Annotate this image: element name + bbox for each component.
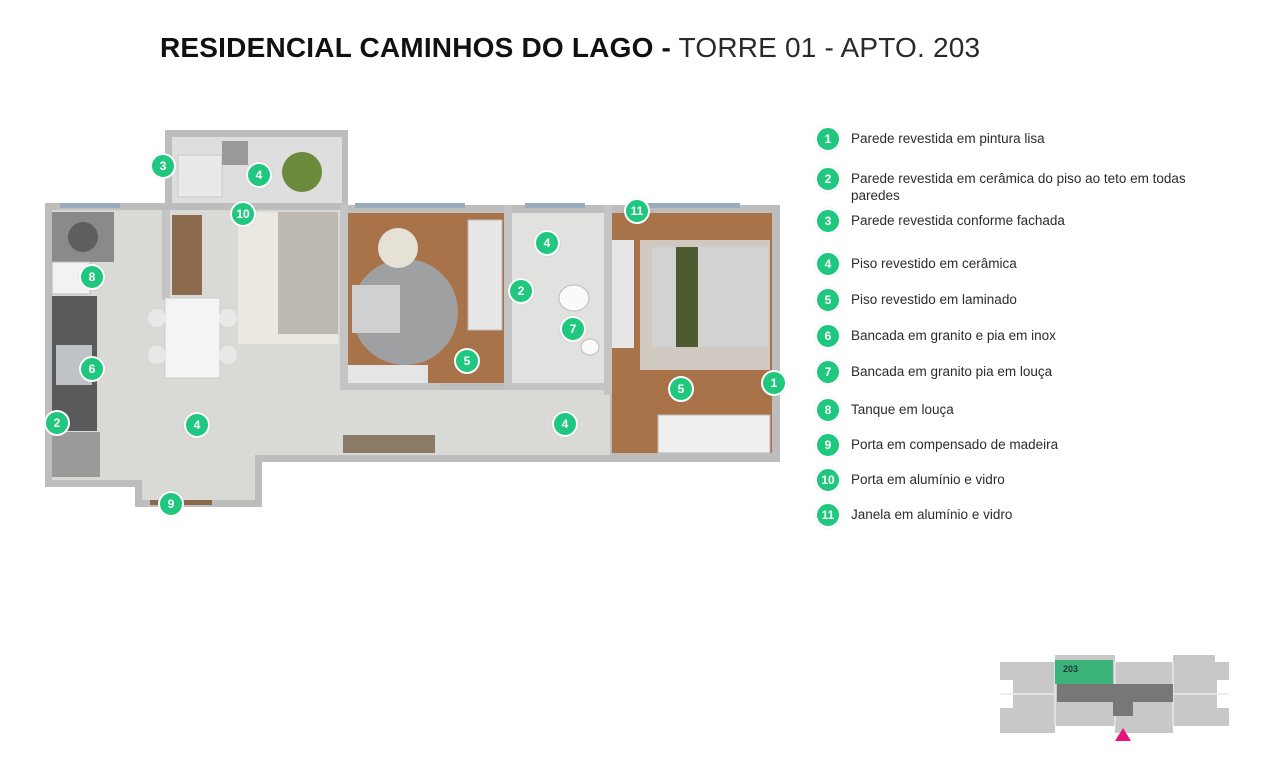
wall-service bbox=[162, 210, 170, 300]
legend-item: 8 Tanque em louça bbox=[815, 395, 1235, 435]
legend-item: 2 Parede revestida em cerâmica do piso a… bbox=[815, 164, 1235, 204]
legend-item: 1 Parede revestida em pintura lisa bbox=[815, 124, 1235, 164]
legend-item: 4 Piso revestido em cerâmica bbox=[815, 249, 1235, 289]
legend-badge: 11 bbox=[815, 502, 841, 528]
legend-text: Bancada em granito e pia em inox bbox=[851, 328, 1056, 343]
legend-text: Parede revestida conforme fachada bbox=[851, 213, 1065, 228]
balcony-grill bbox=[222, 141, 248, 165]
legend-text: Piso revestido em cerâmica bbox=[851, 256, 1017, 271]
plan-badge-4: 4 bbox=[246, 162, 272, 188]
balcony-plant bbox=[282, 152, 322, 192]
crib bbox=[352, 285, 400, 333]
wall-living-bed1 bbox=[340, 205, 348, 390]
legend-badge: 8 bbox=[815, 397, 841, 423]
legend-item: 10 Porta em alumínio e vidro bbox=[815, 465, 1235, 505]
plan-badge-4: 4 bbox=[184, 412, 210, 438]
corridor bbox=[1057, 684, 1173, 716]
plan-badge-7: 7 bbox=[560, 316, 586, 342]
plan-badge-10: 10 bbox=[230, 201, 256, 227]
wall-bath-bottom bbox=[512, 383, 604, 390]
plan-badge-3: 3 bbox=[150, 153, 176, 179]
desk-bed2 bbox=[612, 240, 634, 348]
dining-table bbox=[164, 297, 221, 379]
double-bed bbox=[652, 247, 768, 347]
location-arrow-icon bbox=[1115, 728, 1131, 741]
plan-badge-5: 5 bbox=[668, 376, 694, 402]
sofa bbox=[278, 212, 338, 334]
legend-text: Piso revestido em laminado bbox=[851, 292, 1017, 307]
dresser-bed1 bbox=[348, 365, 428, 383]
key-plan: 203 bbox=[995, 650, 1235, 745]
balcony-chair bbox=[177, 154, 223, 198]
legend-text: Janela em alumínio e vidro bbox=[851, 507, 1013, 522]
legend-badge: 2 bbox=[815, 166, 841, 192]
legend-text: Porta em compensado de madeira bbox=[851, 437, 1059, 452]
toilet bbox=[558, 284, 590, 312]
legend-item: 6 Bancada em granito e pia em inox bbox=[815, 321, 1235, 361]
plan-badge-1: 1 bbox=[761, 370, 787, 396]
shelf bbox=[172, 215, 202, 295]
legend-text: Porta em alumínio e vidro bbox=[851, 472, 1005, 487]
page-title: RESIDENCIAL CAMINHOS DO LAGO - TORRE 01 … bbox=[160, 30, 980, 66]
legend-text: Parede revestida em cerâmica do piso ao … bbox=[851, 171, 1186, 203]
legend-badge: 9 bbox=[815, 432, 841, 458]
floor-plan: 3 4 10 8 6 2 4 9 2 4 5 7 4 11 5 1 bbox=[0, 0, 800, 560]
bed-blanket bbox=[676, 247, 698, 347]
legend-badge: 4 bbox=[815, 251, 841, 277]
key-plan-drawing bbox=[1000, 655, 1229, 741]
window-bedroom1 bbox=[355, 203, 465, 208]
fridge bbox=[52, 432, 100, 477]
window-bedroom2 bbox=[640, 203, 740, 208]
window-service bbox=[60, 203, 120, 208]
legend-badge: 10 bbox=[815, 467, 841, 493]
legend-item: 5 Piso revestido em laminado bbox=[815, 285, 1235, 325]
wardrobe-bed1 bbox=[467, 219, 503, 331]
wall-bed1-bottom bbox=[340, 383, 440, 390]
bathroom-sink bbox=[580, 338, 600, 356]
window-bathroom bbox=[525, 203, 585, 208]
legend-badge: 3 bbox=[815, 208, 841, 234]
wall-bath-bed2 bbox=[604, 205, 612, 395]
hall-bench bbox=[343, 435, 435, 453]
plan-badge-6: 6 bbox=[79, 356, 105, 382]
plan-badge-8: 8 bbox=[79, 264, 105, 290]
wardrobe-bed2 bbox=[657, 414, 771, 454]
legend-badge: 5 bbox=[815, 287, 841, 313]
plan-badge-4: 4 bbox=[534, 230, 560, 256]
plan-badge-5: 5 bbox=[454, 348, 480, 374]
plan-badge-9: 9 bbox=[158, 491, 184, 517]
unit-label: 203 bbox=[1063, 664, 1079, 674]
highlighted-unit bbox=[1055, 660, 1113, 684]
legend-text: Parede revestida em pintura lisa bbox=[851, 131, 1045, 146]
floor-plan-drawing bbox=[45, 130, 780, 507]
legend-item: 3 Parede revestida conforme fachada bbox=[815, 206, 1235, 246]
legend-text: Bancada em granito pia em louça bbox=[851, 364, 1053, 379]
plan-badge-11: 11 bbox=[624, 198, 650, 224]
legend-badge: 7 bbox=[815, 359, 841, 385]
legend-text: Tanque em louça bbox=[851, 402, 954, 417]
title-bold: RESIDENCIAL CAMINHOS DO LAGO - bbox=[160, 32, 672, 63]
legend-item: 9 Porta em compensado de madeira bbox=[815, 430, 1235, 470]
legend-badge: 1 bbox=[815, 126, 841, 152]
plan-badge-2: 2 bbox=[44, 410, 70, 436]
plan-badge-2: 2 bbox=[508, 278, 534, 304]
wall-bed1-bath bbox=[504, 205, 512, 390]
legend-item: 11 Janela em alumínio e vidro bbox=[815, 500, 1235, 540]
armchair bbox=[378, 228, 418, 268]
legend-badge: 6 bbox=[815, 323, 841, 349]
plan-badge-4: 4 bbox=[552, 411, 578, 437]
title-light: TORRE 01 - APTO. 203 bbox=[678, 32, 981, 63]
legend-item: 7 Bancada em granito pia em louça bbox=[815, 357, 1235, 397]
